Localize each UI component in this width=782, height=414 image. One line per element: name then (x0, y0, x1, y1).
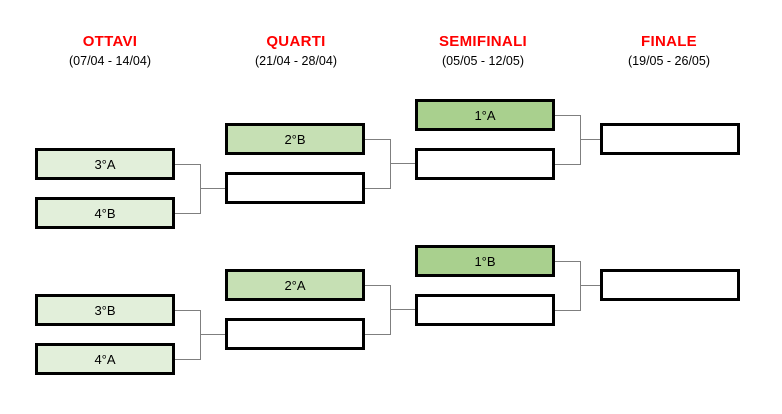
connector-finale-bottom-in (580, 285, 600, 286)
match-slot-quarti-1[interactable]: 2°B (225, 123, 365, 155)
connector-ottavi-bottom-2 (175, 359, 200, 360)
connector-ottavi-bottom-out (200, 334, 225, 335)
match-slot-ottavi-1[interactable]: 3°A (35, 148, 175, 180)
round-title-finale: FINALE (641, 33, 697, 50)
match-slot-ottavi-3[interactable]: 3°B (35, 294, 175, 326)
round-header-finale: FINALE (19/05 - 26/05) (574, 33, 764, 70)
connector-quarti-bottom-1 (365, 285, 390, 286)
match-slot-semifinali-1[interactable]: 1°A (415, 99, 555, 131)
connector-semifinali-bottom-2 (555, 310, 580, 311)
match-slot-semifinali-3[interactable]: 1°B (415, 245, 555, 277)
connector-ottavi-top-out (200, 188, 225, 189)
connector-ottavi-bottom-1 (175, 310, 200, 311)
match-slot-semifinali-2[interactable] (415, 148, 555, 180)
connector-quarti-top-2 (365, 188, 390, 189)
match-slot-finale-1[interactable] (600, 123, 740, 155)
connector-ottavi-top-2 (175, 213, 200, 214)
connector-finale-top-in (580, 139, 600, 140)
connector-quarti-top-out (390, 163, 415, 164)
match-slot-label: 2°B (284, 131, 306, 147)
match-slot-ottavi-2[interactable]: 4°B (35, 197, 175, 229)
connector-semifinali-top-1 (555, 115, 580, 116)
match-slot-label: 4°B (94, 205, 116, 221)
match-slot-label: 3°A (94, 156, 116, 172)
round-dates-finale: (19/05 - 26/05) (628, 54, 710, 68)
connector-quarti-bottom-2 (365, 334, 390, 335)
match-slot-label: 1°A (474, 107, 496, 123)
match-slot-quarti-4[interactable] (225, 318, 365, 350)
match-slot-finale-2[interactable] (600, 269, 740, 301)
round-title-semifinali: SEMIFINALI (439, 33, 527, 50)
match-slot-quarti-3[interactable]: 2°A (225, 269, 365, 301)
round-header-quarti: QUARTI (21/04 - 28/04) (201, 33, 391, 70)
match-slot-label: 3°B (94, 302, 116, 318)
connector-semifinali-top-2 (555, 164, 580, 165)
match-slot-semifinali-4[interactable] (415, 294, 555, 326)
match-slot-label: 1°B (474, 253, 496, 269)
connector-quarti-top-1 (365, 139, 390, 140)
round-header-ottavi: OTTAVI (07/04 - 14/04) (15, 33, 205, 70)
match-slot-label: 4°A (94, 351, 116, 367)
connector-semifinali-top-vertical (580, 115, 581, 165)
round-dates-semifinali: (05/05 - 12/05) (442, 54, 524, 68)
connector-ottavi-top-vertical (200, 164, 201, 214)
connector-quarti-bottom-out (390, 309, 415, 310)
round-title-ottavi: OTTAVI (82, 33, 138, 50)
round-header-semifinali: SEMIFINALI (05/05 - 12/05) (388, 33, 578, 70)
match-slot-quarti-2[interactable] (225, 172, 365, 204)
round-dates-quarti: (21/04 - 28/04) (255, 54, 337, 68)
round-dates-ottavi: (07/04 - 14/04) (69, 54, 151, 68)
connector-quarti-top-vertical (390, 139, 391, 189)
round-title-quarti: QUARTI (266, 33, 326, 50)
connector-quarti-bottom-vertical (390, 285, 391, 335)
connector-ottavi-bottom-vertical (200, 310, 201, 360)
match-slot-ottavi-4[interactable]: 4°A (35, 343, 175, 375)
connector-ottavi-top-1 (175, 164, 200, 165)
connector-semifinali-bottom-vertical (580, 261, 581, 311)
connector-semifinali-bottom-1 (555, 261, 580, 262)
match-slot-label: 2°A (284, 277, 306, 293)
